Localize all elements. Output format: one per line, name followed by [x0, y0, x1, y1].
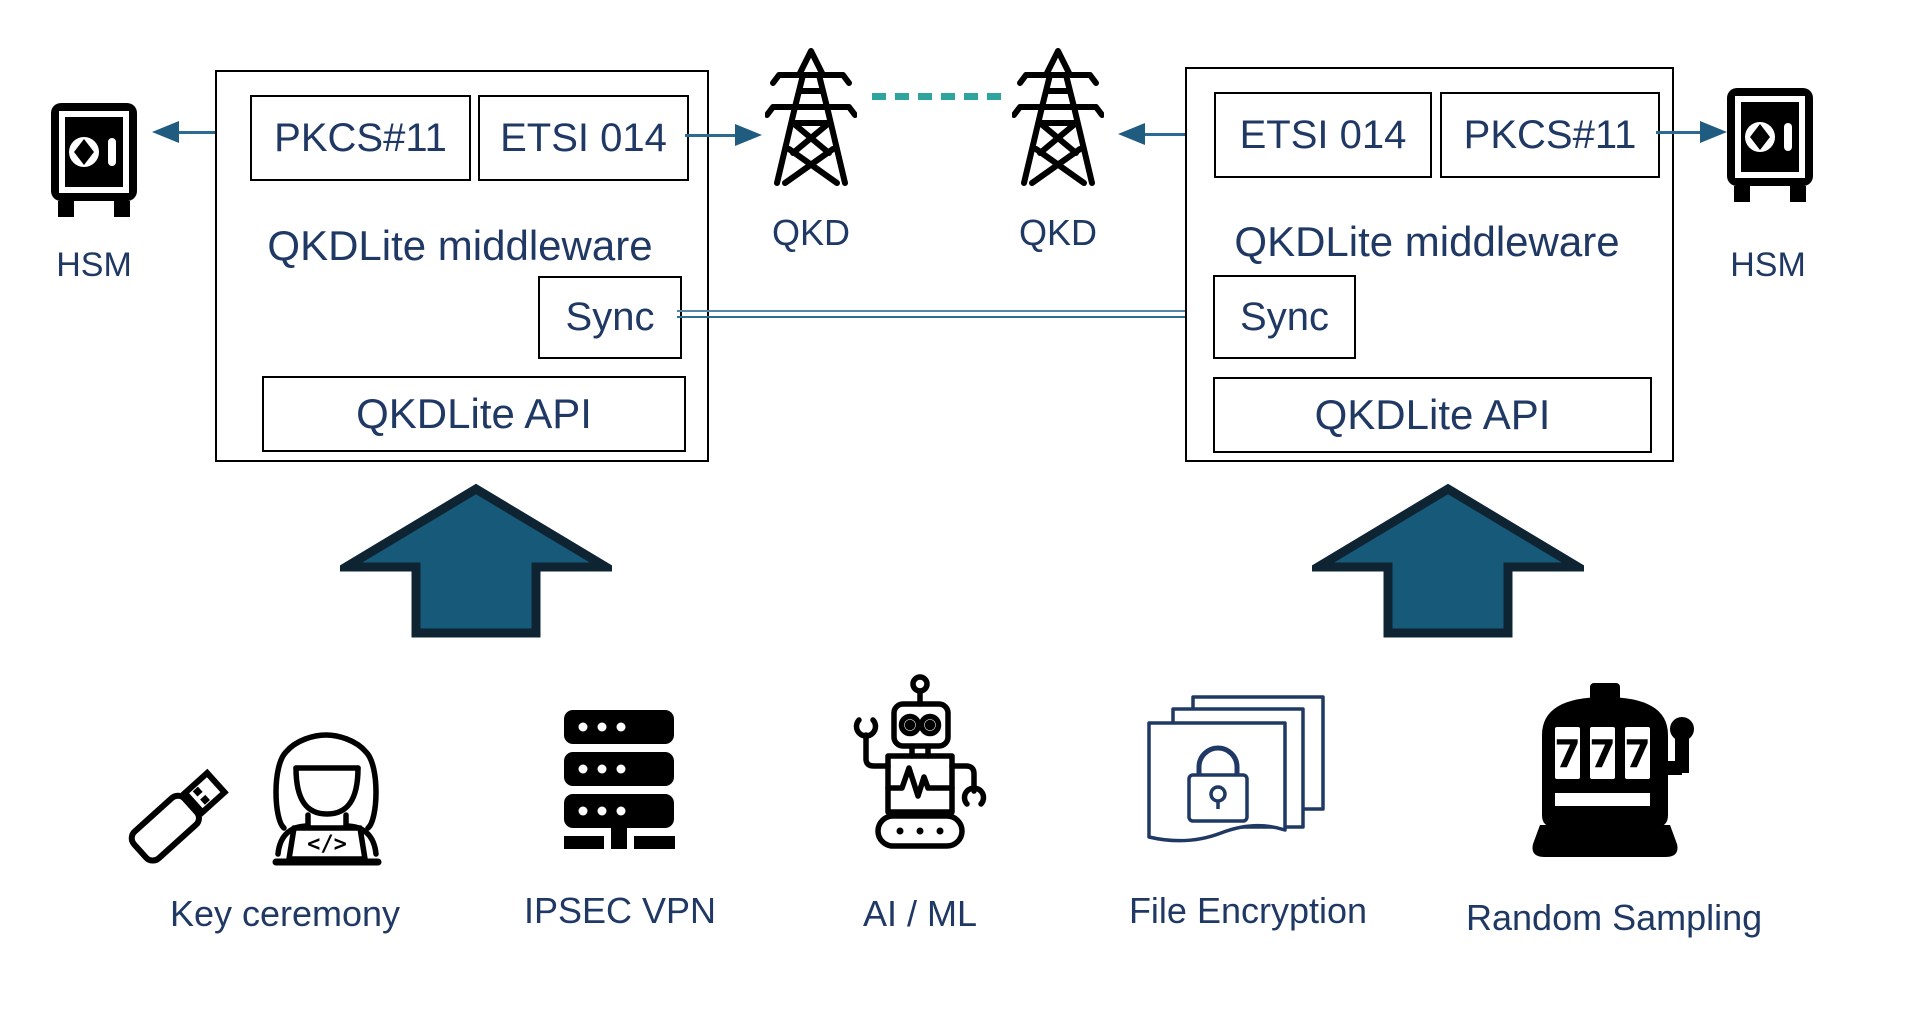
qkd-right-label: QKD: [1018, 212, 1097, 253]
robot-icon: [853, 674, 987, 849]
right-etsi014-label: ETSI 014: [1239, 112, 1407, 157]
sync-connector-line: [677, 310, 1214, 318]
left-pkcs11-label: PKCS#11: [274, 115, 447, 160]
right-pkcs11-label: PKCS#11: [1463, 112, 1637, 157]
code-glyph: </>: [307, 832, 347, 857]
left-api-label: QKDLite API: [356, 390, 592, 437]
left-qkd-connector-line: [685, 134, 735, 137]
right-qkd-arrowhead-icon: [1118, 123, 1145, 145]
left-etsi014-box: ETSI 014: [478, 95, 689, 181]
big-up-arrow-left: [340, 483, 612, 638]
usb-drive-icon: [128, 768, 229, 864]
hsm-safe-icon: [1727, 88, 1813, 202]
slot-digit: 7: [1624, 732, 1650, 776]
hsm-safe-icon: [51, 103, 137, 217]
right-hsm-connector-line: [1656, 131, 1700, 134]
right-sync-label: Sync: [1240, 294, 1329, 339]
right-hsm-arrowhead-icon: [1700, 121, 1727, 143]
left-hsm-connector-line: [178, 131, 250, 134]
file-encryption-label: File Encryption: [1128, 890, 1368, 931]
ai-ml-label: AI / ML: [862, 893, 978, 934]
left-hsm-arrowhead-icon: [152, 121, 179, 143]
big-up-arrow-right: [1312, 483, 1584, 638]
left-sync-label: Sync: [565, 295, 655, 339]
server-stack-icon: [564, 710, 675, 849]
ipsec-vpn-label: IPSEC VPN: [523, 890, 717, 931]
right-pkcs11-box: PKCS#11: [1440, 92, 1660, 178]
right-api-box: QKDLite API: [1213, 377, 1652, 453]
developer-at-laptop-icon: </>: [272, 732, 382, 866]
hsm-left-label: HSM: [56, 246, 132, 284]
locked-documents-icon: [1147, 695, 1325, 843]
left-pkcs11-box: PKCS#11: [250, 95, 471, 181]
random-sampling-label: Random Sampling: [1466, 897, 1763, 938]
qkd-tower-right-icon: [1012, 48, 1104, 186]
slot-machine-icon: 7 7 7: [1532, 683, 1694, 857]
qkd-left-label: QKD: [771, 212, 850, 253]
right-api-label: QKDLite API: [1314, 391, 1551, 438]
right-etsi014-box: ETSI 014: [1214, 92, 1432, 178]
slot-digit: 7: [1589, 732, 1615, 776]
right-middleware-label: QKDLite middleware: [1234, 218, 1620, 265]
right-sync-box: Sync: [1213, 275, 1356, 359]
left-api-box: QKDLite API: [262, 376, 686, 452]
right-qkd-connector-line: [1145, 133, 1214, 136]
left-qkd-arrowhead-icon: [735, 124, 762, 146]
quantum-link-dashed-line: [872, 93, 1003, 100]
left-middleware-label: QKDLite middleware: [267, 222, 653, 269]
left-sync-box: Sync: [538, 276, 682, 359]
key-ceremony-label: Key ceremony: [169, 893, 401, 934]
slot-digit: 7: [1554, 732, 1580, 776]
left-etsi014-label: ETSI 014: [500, 115, 667, 160]
hsm-right-label: HSM: [1730, 246, 1806, 284]
qkd-tower-left-icon: [765, 48, 857, 186]
